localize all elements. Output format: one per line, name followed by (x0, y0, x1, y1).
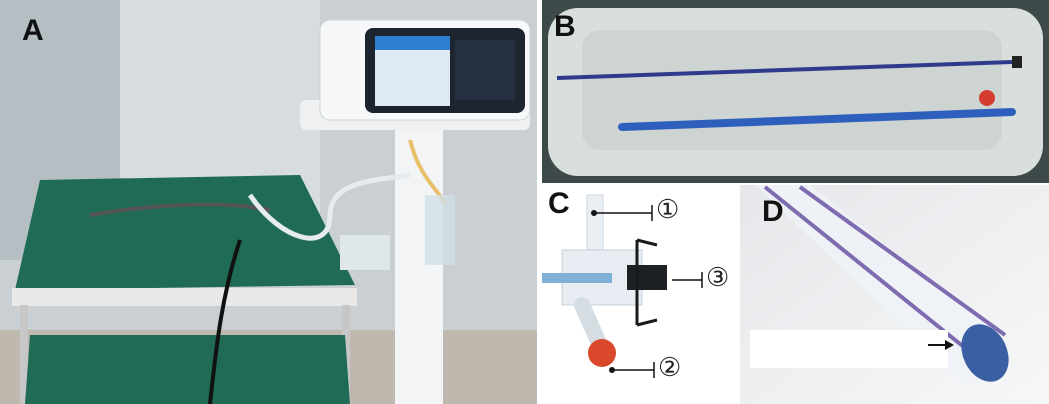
panel-label-c: C (548, 187, 570, 220)
panel-c: C ① ③ ② (542, 185, 737, 404)
panel-d-photo (740, 185, 1049, 404)
callout-1: ① (656, 195, 680, 225)
panel-label-a: A (22, 14, 44, 47)
callout-2: ② (658, 353, 682, 383)
panel-b: B (542, 0, 1049, 183)
panel-c-photo (542, 185, 737, 404)
panel-label-d: D (762, 195, 784, 228)
callout-3: ③ (706, 263, 730, 293)
panel-a: A (0, 0, 537, 404)
panel-d: D (740, 185, 1049, 404)
panel-label-b: B (554, 10, 576, 43)
panel-b-photo (542, 0, 1049, 183)
panel-a-photo (0, 0, 537, 404)
